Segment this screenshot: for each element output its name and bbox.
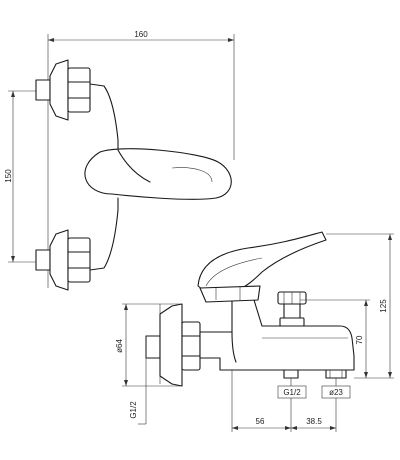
diverter-collar (279, 317, 305, 327)
dim-total-height: 125 (379, 299, 388, 313)
dim-thread-bottom: G1/2 (283, 388, 301, 397)
bottom-valve (35, 229, 91, 291)
side-nut (181, 321, 201, 371)
side-escutcheon (159, 303, 183, 387)
top-valve-nut (67, 67, 91, 113)
top-valve-inlet (35, 79, 51, 101)
front-view: 160 150 (4, 30, 235, 291)
side-inlet (145, 335, 161, 359)
side-lever (197, 231, 327, 295)
spout-outlet (325, 369, 347, 379)
dim-nut-diameter: ø64 (115, 339, 124, 353)
side-body (199, 299, 355, 371)
front-handle (84, 148, 232, 200)
bottom-valve-escutcheon (49, 229, 69, 291)
front-body-upper (89, 83, 119, 151)
shower-outlet (283, 369, 299, 379)
top-valve (35, 59, 91, 121)
bottom-valve-nut (67, 237, 91, 283)
side-cartridge-cap (199, 285, 261, 303)
front-body-lower (89, 197, 119, 271)
dim-valve-spacing: 150 (4, 169, 13, 183)
dim-top-width: 160 (134, 30, 148, 39)
dim-spout-height: 70 (355, 335, 364, 344)
side-view: 125 70 ø64 G1/2 G1/2 ø23 56 (115, 231, 394, 432)
bottom-valve-inlet (35, 249, 51, 271)
dim-bottom-offset-2: 38.5 (306, 417, 322, 426)
dim-outlet-diameter: ø23 (329, 388, 343, 397)
top-valve-escutcheon (49, 59, 69, 121)
dim-bottom-offset-1: 56 (256, 417, 265, 426)
dim-thread-left: G1/2 (129, 401, 138, 419)
diverter-stem (283, 303, 301, 319)
